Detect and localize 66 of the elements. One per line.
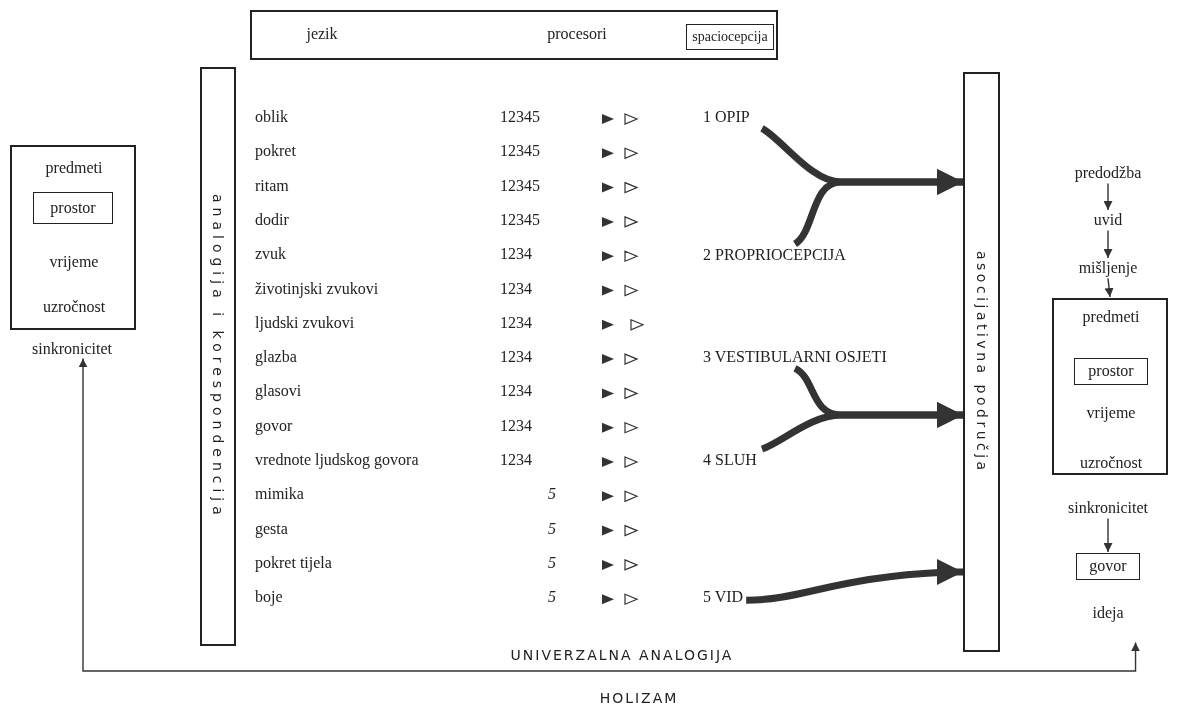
- processor-number: 5: [548, 519, 556, 538]
- boxed-term: govor: [1076, 553, 1140, 580]
- processor-number: 5: [548, 485, 556, 504]
- term-label: 2 PROPRIOCEPCIJA: [703, 246, 846, 265]
- processor-number: 1234: [500, 279, 532, 298]
- processor-number: 12345: [500, 176, 540, 195]
- processor-number: 12345: [500, 142, 540, 161]
- row-label: boje: [255, 588, 283, 607]
- column-heading: procesori: [547, 25, 607, 44]
- box-text: uzročnost: [42, 298, 106, 317]
- arrow: [1103, 517, 1113, 553]
- processor-number: 5: [548, 588, 556, 607]
- row-label: glasovi: [255, 382, 302, 401]
- row-label: zvuk: [255, 245, 287, 264]
- processor-number: 1234: [500, 313, 532, 333]
- arrow: [1103, 182, 1113, 211]
- row-label: dodir: [255, 210, 289, 230]
- processor-number: 1234: [500, 451, 532, 470]
- frame-box: [10, 145, 136, 330]
- processor-number: 1234: [500, 245, 532, 264]
- term-label: predodžba: [1074, 164, 1142, 183]
- box-text: predmeti: [1082, 308, 1140, 327]
- arrow: [1104, 277, 1114, 298]
- arrow: [78, 357, 1141, 672]
- vertical-band: asocijativna područja: [963, 72, 1000, 652]
- processor-number: 1234: [500, 382, 532, 401]
- box-text: predmeti: [45, 159, 103, 178]
- term-label: 5 VID: [703, 588, 744, 607]
- row-label: mimika: [255, 485, 304, 504]
- row-label: ritam: [255, 176, 289, 195]
- row-label: oblik: [255, 108, 288, 127]
- row-label: gesta: [255, 519, 288, 538]
- term-label: ideja: [1092, 604, 1124, 623]
- header-band: [250, 10, 778, 60]
- column-heading: jezik: [306, 25, 338, 44]
- footer-label: UNIVERZALNA ANALOGIJA: [510, 647, 734, 664]
- term-label: mišljenje: [1078, 259, 1138, 278]
- box-text: uzročnost: [1079, 454, 1143, 473]
- row-label: govor: [255, 416, 293, 436]
- term-label: 3 VESTIBULARNI OSJETI: [703, 348, 887, 367]
- vertical-band: analogija i korespondencija: [200, 67, 236, 646]
- row-label: vrednote ljudskog govora: [255, 451, 419, 470]
- processor-number: 12345: [500, 108, 540, 127]
- term-label: sinkronicitet: [1068, 499, 1148, 518]
- processor-number: 1234: [500, 348, 532, 367]
- row-label: pokret: [255, 142, 296, 161]
- frame-box: [1052, 298, 1168, 475]
- term-label: 1 OPIP: [703, 108, 750, 127]
- thick-arrow: [760, 402, 963, 453]
- term-label: 4 SLUH: [703, 451, 757, 470]
- processor-number: 5: [548, 553, 556, 573]
- thick-arrow: [792, 169, 963, 247]
- box-text: vrijeme: [1086, 404, 1136, 423]
- row-label: životinjski zvukovi: [255, 279, 379, 298]
- arrow: [1103, 229, 1113, 259]
- processor-number: 1234: [500, 416, 532, 436]
- boxed-term: prostor: [1074, 358, 1148, 385]
- boxed-term: prostor: [33, 192, 113, 224]
- processor-number: 12345: [500, 210, 540, 230]
- term-label: uvid: [1093, 211, 1123, 230]
- row-label: ljudski zvukovi: [255, 313, 355, 333]
- term-label: sinkronicitet: [32, 340, 112, 359]
- box-text: vrijeme: [49, 253, 99, 272]
- boxed-term: spaciocepcija: [686, 24, 774, 50]
- row-label: pokret tijela: [255, 553, 332, 573]
- row-label: glazba: [255, 348, 297, 367]
